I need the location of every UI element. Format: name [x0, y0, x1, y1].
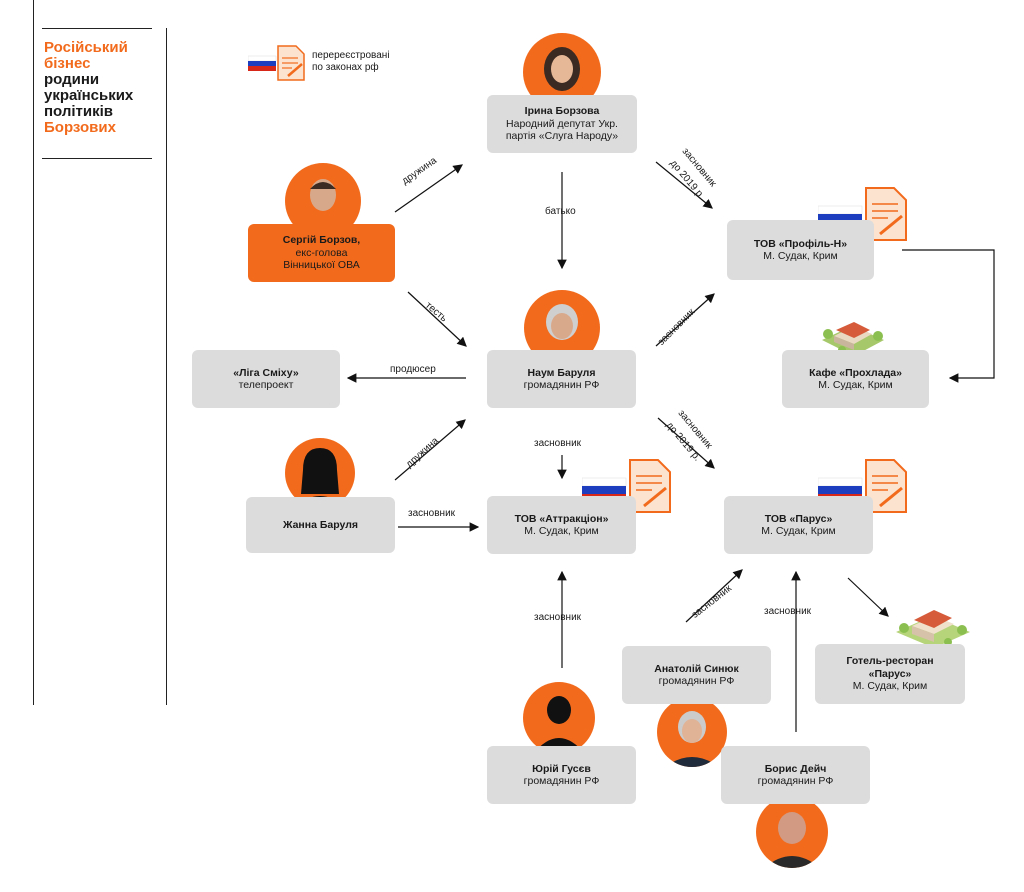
title-line: родини [44, 71, 100, 88]
node-detail: М. Судак, Крим [852, 680, 928, 693]
node-name: Борис Дейч [764, 762, 827, 775]
node-detail: телепроект [238, 379, 294, 391]
page-title: Російський бізнес родини українських пол… [44, 40, 162, 136]
title-line: політиків [44, 103, 114, 120]
node-name: Жанна Баруля [282, 518, 359, 531]
node-detail: громадянин РФ [523, 379, 600, 391]
edge-label-founder: засновник [408, 508, 456, 519]
node-name: Кафе «Прохлада» [809, 366, 902, 379]
edge-serhii-naum [407, 291, 467, 347]
avatar-gusev [523, 682, 595, 754]
node-name: Готель-ресторан [846, 655, 934, 668]
person-silhouette-icon [665, 711, 719, 767]
edge-iryna-profil [655, 161, 713, 209]
edge-label-founder: засновник [764, 606, 812, 617]
node-detail: партія «Слуга Народу» [505, 130, 619, 143]
node-detail: М. Судак, Крим [763, 250, 838, 262]
avatar-deich [756, 796, 828, 868]
node-detail: Народний депутат Укр. [506, 117, 618, 130]
node-anatolii-syniuk: Анатолій Синюк громадянин РФ [622, 646, 771, 704]
title-line: Російський [44, 39, 128, 56]
node-name: ТОВ «Профіль-Н» [753, 237, 848, 250]
node-tov-profil: ТОВ «Профіль-Н» М. Судак, Крим [727, 220, 874, 280]
edge-parus-hotel [847, 577, 889, 617]
legend-text-line: перереєстровані [312, 50, 390, 61]
node-detail: Вінницької ОВА [283, 259, 360, 272]
document-pencil-icon [629, 459, 671, 513]
node-cafe-prokhlada: Кафе «Прохлада» М. Судак, Крим [782, 350, 929, 408]
legend-text-line: по законах рф [312, 62, 379, 73]
edge-serhii-iryna [394, 164, 463, 213]
node-naum-barulia: Наум Баруля громадянин РФ [487, 350, 636, 408]
sidebar-divider-right [166, 28, 167, 705]
node-serhii-borzov: Сергій Борзов, екс-голова Вінницької ОВА [248, 224, 395, 282]
node-zhanna-barulia: Жанна Баруля [246, 497, 395, 553]
edge-zhanna-naum [394, 419, 466, 481]
node-name: Сергій Борзов, [282, 234, 361, 247]
edge-syniuk-parus [685, 569, 743, 623]
sidebar-rule-bottom [42, 158, 152, 159]
russian-flag-icon [248, 45, 305, 81]
document-pencil-icon [277, 45, 305, 81]
node-detail: М. Судак, Крим [818, 379, 893, 391]
node-hotel-parus: Готель-ресторан «Парус» М. Судак, Крим [815, 644, 965, 704]
node-iryna-borzova: Ірина Борзова Народний депутат Укр. парт… [487, 95, 637, 153]
sidebar-rule-top [42, 28, 152, 29]
node-detail: екс-голова [295, 246, 348, 259]
node-name: Ірина Борзова [524, 105, 600, 118]
node-tov-parus: ТОВ «Парус» М. Судак, Крим [724, 496, 873, 554]
node-liga-smikhu: «Ліга Сміху» телепроект [192, 350, 340, 408]
building-icon [822, 322, 884, 356]
node-name: «Ліга Сміху» [233, 366, 299, 379]
edge-profil-prokhlada [902, 249, 995, 383]
edge-naum-profil [655, 293, 715, 347]
edge-label-father: батько [545, 206, 576, 217]
node-detail: громадянин РФ [523, 775, 600, 787]
node-yurii-gusev: Юрій Гусєв громадянин РФ [487, 746, 636, 804]
node-detail: М. Судак, Крим [761, 525, 836, 537]
title-line: українських [44, 87, 134, 104]
avatar-syniuk [657, 697, 727, 767]
node-borys-deich: Борис Дейч громадянин РФ [721, 746, 870, 804]
node-name: ТОВ «Парус» [764, 512, 833, 525]
building-icon [896, 610, 970, 648]
title-line: бізнес [44, 55, 91, 72]
node-name: Юрій Гусєв [532, 762, 591, 775]
document-pencil-icon [865, 459, 907, 513]
node-detail: М. Судак, Крим [524, 525, 599, 537]
edge-label-founder: засновник [534, 612, 582, 623]
node-name: Анатолій Синюк [654, 662, 739, 675]
legend-text: перереєстровані по законах рф [312, 50, 422, 74]
edge-label-producer: продюсер [390, 364, 436, 375]
node-detail: громадянин РФ [658, 675, 735, 687]
legend: перереєстровані по законах рф [248, 44, 418, 84]
node-detail: громадянин РФ [757, 775, 834, 787]
edge-naum-parus [657, 417, 715, 469]
person-silhouette-icon [533, 696, 585, 754]
node-name: ТОВ «Аттракціон» [514, 512, 609, 525]
node-name: «Парус» [868, 667, 912, 680]
node-tov-attraction: ТОВ «Аттракціон» М. Судак, Крим [487, 496, 636, 554]
sidebar-divider-left [33, 0, 34, 705]
person-silhouette-icon [764, 812, 820, 868]
title-line: Борзових [44, 119, 116, 136]
edge-label-founder: засновник [534, 438, 582, 449]
node-name: Наум Баруля [527, 366, 596, 379]
